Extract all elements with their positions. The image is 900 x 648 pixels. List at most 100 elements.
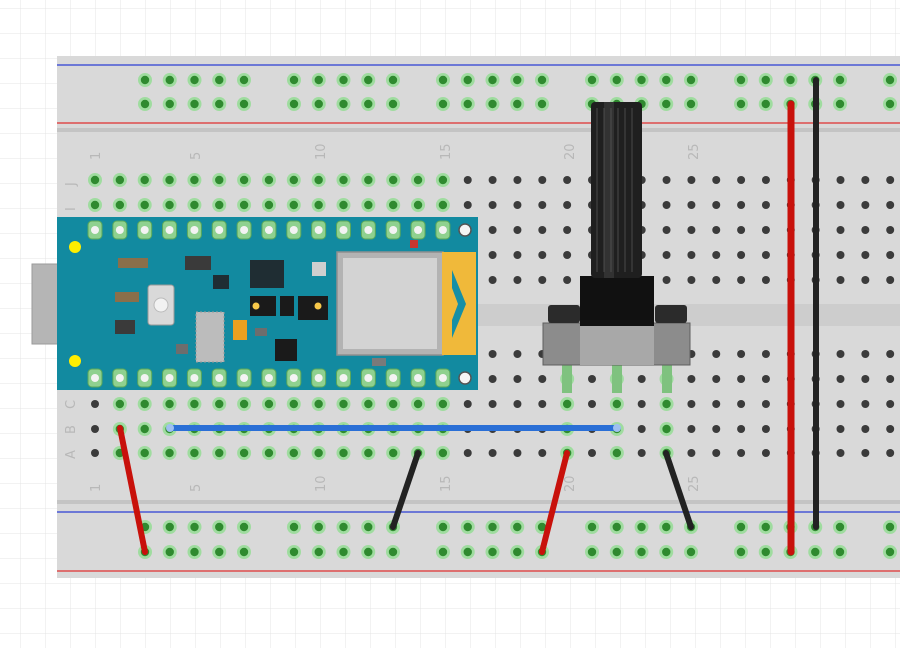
breadboard-hole[interactable]	[538, 201, 547, 209]
breadboard-hole[interactable]	[538, 449, 547, 457]
breadboard-hole[interactable]	[140, 424, 149, 434]
breadboard-hole[interactable]	[314, 175, 323, 185]
breadboard-hole[interactable]	[836, 400, 845, 408]
breadboard-hole[interactable]	[712, 375, 721, 383]
breadboard-hole[interactable]	[687, 226, 696, 234]
breadboard-hole[interactable]	[488, 400, 497, 408]
potentiometer-shaft[interactable]	[591, 102, 642, 278]
breadboard-hole[interactable]	[115, 200, 125, 210]
breadboard-hole[interactable]	[140, 175, 149, 185]
breadboard-hole[interactable]	[761, 276, 770, 284]
breadboard-hole[interactable]	[712, 201, 721, 209]
breadboard-hole[interactable]	[239, 399, 249, 409]
breadboard-hole[interactable]	[537, 75, 547, 85]
breadboard-hole[interactable]	[687, 201, 696, 209]
breadboard-hole[interactable]	[90, 200, 100, 210]
breadboard-hole[interactable]	[364, 547, 373, 557]
breadboard-hole[interactable]	[140, 99, 150, 109]
jumper-wire-red[interactable]	[117, 425, 148, 555]
breadboard-hole[interactable]	[364, 75, 373, 85]
breadboard-hole[interactable]	[761, 201, 770, 209]
breadboard-hole[interactable]	[637, 75, 646, 85]
breadboard-hole[interactable]	[612, 75, 621, 85]
breadboard-hole[interactable]	[165, 200, 174, 210]
breadboard-hole[interactable]	[587, 75, 597, 85]
breadboard-hole[interactable]	[761, 75, 770, 85]
breadboard-hole[interactable]	[215, 99, 224, 109]
breadboard-hole[interactable]	[835, 547, 845, 557]
breadboard-hole[interactable]	[687, 449, 696, 457]
breadboard-hole[interactable]	[886, 176, 895, 184]
breadboard-hole[interactable]	[562, 399, 572, 409]
breadboard-hole[interactable]	[637, 522, 646, 532]
breadboard-hole[interactable]	[513, 400, 522, 408]
breadboard-hole[interactable]	[438, 522, 448, 532]
breadboard-hole[interactable]	[165, 547, 174, 557]
breadboard-hole[interactable]	[886, 375, 895, 383]
breadboard-hole[interactable]	[687, 176, 696, 184]
breadboard-hole[interactable]	[686, 547, 696, 557]
breadboard-hole[interactable]	[687, 276, 696, 284]
arduino-nano-board[interactable]	[57, 217, 478, 390]
breadboard-hole[interactable]	[662, 75, 671, 85]
breadboard-hole[interactable]	[835, 99, 845, 109]
breadboard-hole[interactable]	[364, 175, 373, 185]
breadboard-hole[interactable]	[712, 226, 721, 234]
breadboard-hole[interactable]	[886, 276, 895, 284]
breadboard-hole[interactable]	[836, 425, 845, 433]
breadboard-hole[interactable]	[861, 176, 870, 184]
breadboard-hole[interactable]	[513, 449, 522, 457]
breadboard-hole[interactable]	[861, 449, 870, 457]
breadboard-hole[interactable]	[463, 75, 472, 85]
breadboard-hole[interactable]	[836, 251, 845, 259]
breadboard-hole[interactable]	[587, 522, 597, 532]
breadboard-hole[interactable]	[513, 375, 522, 383]
breadboard-hole[interactable]	[662, 226, 671, 234]
breadboard-hole[interactable]	[264, 448, 274, 458]
breadboard-hole[interactable]	[488, 522, 497, 532]
breadboard-hole[interactable]	[662, 522, 671, 532]
breadboard-hole[interactable]	[389, 448, 398, 458]
breadboard-hole[interactable]	[761, 226, 770, 234]
breadboard-hole[interactable]	[215, 200, 224, 210]
breadboard-hole[interactable]	[339, 99, 348, 109]
breadboard-hole[interactable]	[91, 425, 99, 433]
breadboard-hole[interactable]	[736, 99, 746, 109]
breadboard-hole[interactable]	[438, 99, 448, 109]
breadboard-hole[interactable]	[289, 448, 298, 458]
breadboard-hole[interactable]	[538, 226, 547, 234]
breadboard-hole[interactable]	[786, 75, 795, 85]
breadboard-hole[interactable]	[388, 99, 398, 109]
breadboard-hole[interactable]	[761, 522, 770, 532]
breadboard-hole[interactable]	[662, 99, 671, 109]
breadboard-hole[interactable]	[165, 522, 174, 532]
breadboard-hole[interactable]	[314, 399, 323, 409]
breadboard-hole[interactable]	[861, 350, 870, 358]
breadboard-hole[interactable]	[761, 251, 770, 259]
breadboard-hole[interactable]	[761, 350, 770, 358]
breadboard-hole[interactable]	[513, 251, 522, 259]
breadboard-hole[interactable]	[165, 75, 174, 85]
breadboard-hole[interactable]	[712, 276, 721, 284]
breadboard-hole[interactable]	[588, 449, 596, 457]
breadboard-hole[interactable]	[861, 400, 870, 408]
breadboard-hole[interactable]	[563, 226, 572, 234]
breadboard-hole[interactable]	[488, 449, 497, 457]
breadboard-hole[interactable]	[513, 547, 522, 557]
breadboard-hole[interactable]	[364, 399, 373, 409]
breadboard-hole[interactable]	[687, 425, 696, 433]
breadboard-hole[interactable]	[215, 399, 224, 409]
breadboard-hole[interactable]	[885, 75, 895, 85]
breadboard-hole[interactable]	[140, 75, 150, 85]
breadboard-hole[interactable]	[239, 75, 249, 85]
breadboard-hole[interactable]	[612, 547, 621, 557]
breadboard-hole[interactable]	[438, 547, 448, 557]
breadboard-hole[interactable]	[687, 400, 696, 408]
jumper-wire-black[interactable]	[390, 450, 421, 530]
breadboard-hole[interactable]	[563, 251, 572, 259]
breadboard-hole[interactable]	[761, 176, 770, 184]
breadboard-hole[interactable]	[612, 448, 622, 458]
breadboard-hole[interactable]	[364, 200, 373, 210]
breadboard-hole[interactable]	[836, 375, 845, 383]
breadboard-hole[interactable]	[190, 99, 199, 109]
